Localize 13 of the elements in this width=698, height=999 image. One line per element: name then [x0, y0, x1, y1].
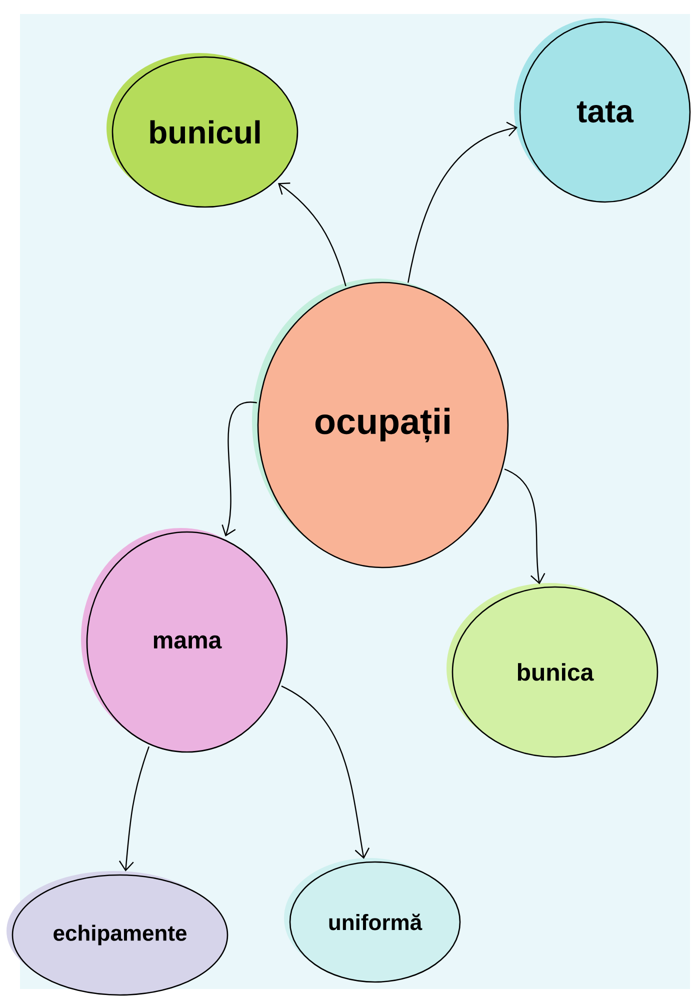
bubble: ocupații [252, 278, 509, 568]
bubble: echipamente [6, 871, 228, 996]
bubble: tata [514, 18, 691, 203]
arrow [118, 746, 150, 872]
arrow [408, 122, 518, 283]
bubble: bunica [446, 583, 658, 758]
bubble: bunicul [106, 53, 298, 208]
arrow [278, 182, 346, 286]
bubble: mama [81, 528, 288, 753]
bubble: uniformă [284, 858, 461, 983]
arrow [222, 402, 257, 536]
arrow [281, 686, 370, 859]
arrow [504, 468, 546, 584]
